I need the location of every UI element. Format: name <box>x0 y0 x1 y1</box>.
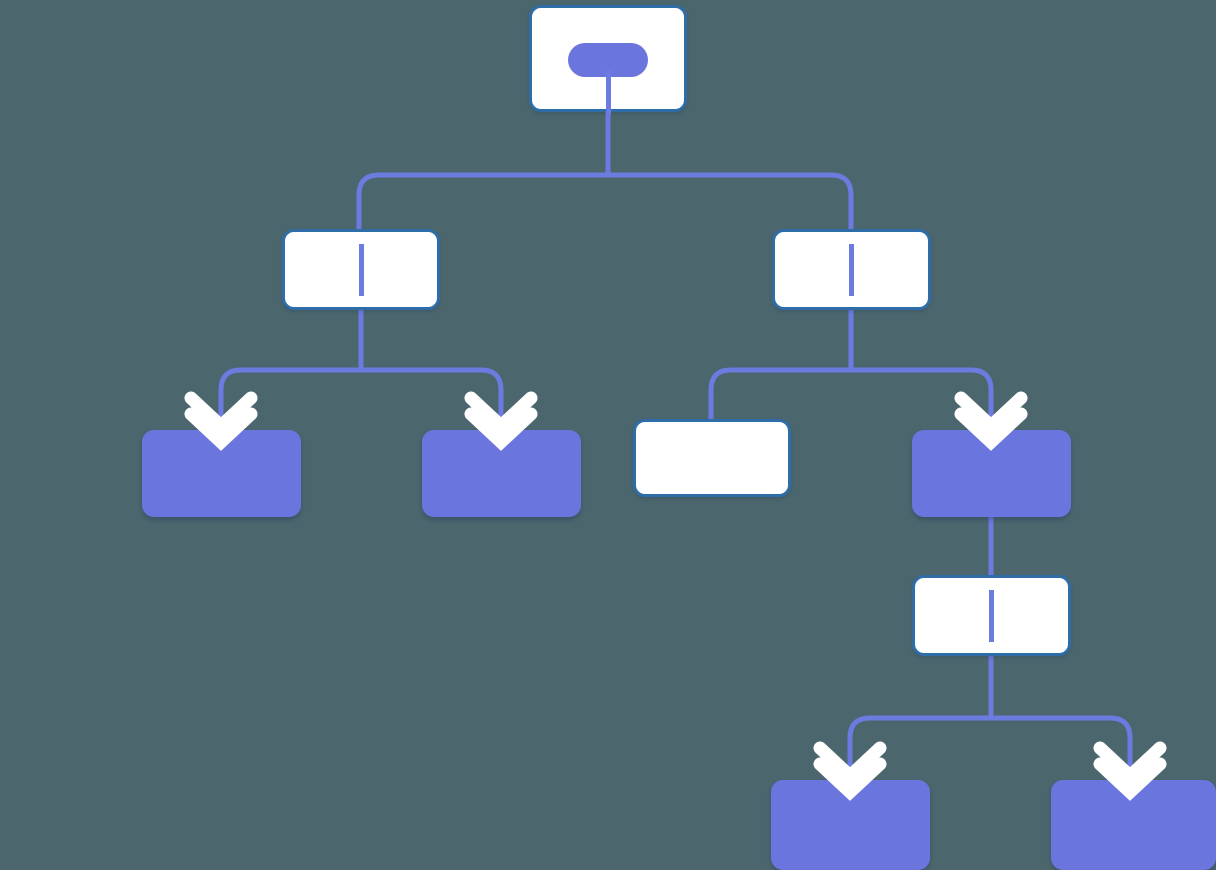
node-through-line <box>989 590 994 642</box>
empty-shell-node[interactable] <box>633 419 791 497</box>
leaf-node-left-b[interactable] <box>422 430 581 517</box>
level1-right-node[interactable] <box>772 229 931 310</box>
leaf-node-bottom-b[interactable] <box>1051 780 1216 870</box>
node-through-line <box>849 244 854 296</box>
branch-node[interactable] <box>912 430 1071 517</box>
leaf-node-bottom-a[interactable] <box>771 780 930 870</box>
node-through-line <box>359 244 364 296</box>
leaf-node-left-a[interactable] <box>142 430 301 517</box>
root-stem-connector <box>606 70 611 115</box>
